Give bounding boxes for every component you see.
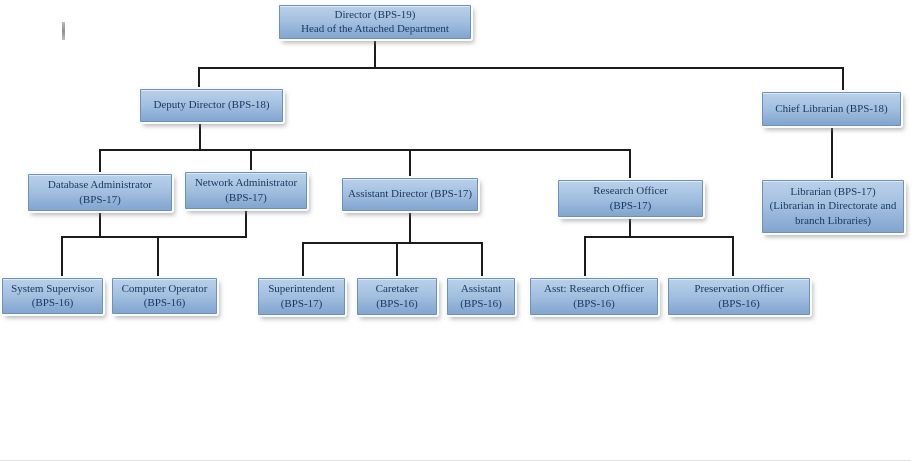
org-node-computer-operator[interactable]: Computer Operator (BPS-16) xyxy=(112,278,217,314)
org-node-deputy-director[interactable]: Deputy Director (BPS-18) xyxy=(140,89,283,122)
connector-line xyxy=(199,121,201,151)
node-title: Network Administrator xyxy=(194,177,298,190)
node-grade: (BPS-16) xyxy=(573,297,615,310)
connector-line xyxy=(629,149,631,181)
connector-line xyxy=(629,216,631,238)
node-subtitle: Head of the Attached Department xyxy=(301,23,449,35)
node-title: Asst: Research Officer xyxy=(544,283,644,296)
node-title: Research Officer xyxy=(593,185,668,198)
connector-line xyxy=(245,209,247,238)
node-grade: (BPS-17) xyxy=(225,191,267,204)
connector-line xyxy=(61,236,247,238)
node-grade: (BPS-16) xyxy=(718,297,760,310)
connector-line xyxy=(732,236,734,279)
connector-line xyxy=(374,38,376,69)
connector-line xyxy=(99,149,631,151)
org-node-asst-research-officer[interactable]: Asst: Research Officer (BPS-16) xyxy=(530,278,658,315)
node-grade: (BPS-16) xyxy=(460,297,502,310)
node-title: Chief Librarian (BPS-18) xyxy=(775,102,888,115)
node-title: Database Administrator xyxy=(47,179,153,192)
node-subtitle: (Librarian in Directorate and xyxy=(769,200,897,213)
node-title: Assistant xyxy=(460,283,502,296)
node-title: Director (BPS-19) xyxy=(334,8,416,21)
org-node-assistant-director[interactable]: Assistant Director (BPS-17) xyxy=(342,178,478,211)
connector-line xyxy=(409,210,411,244)
connector-line xyxy=(302,242,304,279)
org-node-superintendent[interactable]: Superintendent (BPS-17) xyxy=(258,278,345,315)
connector-line xyxy=(584,236,734,238)
org-node-caretaker[interactable]: Caretaker (BPS-16) xyxy=(357,278,437,315)
connector-line xyxy=(396,242,398,279)
node-title: Caretaker xyxy=(375,283,419,296)
node-title: Deputy Director (BPS-18) xyxy=(153,99,270,112)
connector-line xyxy=(99,149,101,175)
node-title: Computer Operator xyxy=(121,282,208,295)
node-title: Superintendent xyxy=(268,283,335,296)
node-title: Librarian (BPS-17) xyxy=(790,186,876,199)
connector-line xyxy=(584,236,586,279)
org-node-network-administrator[interactable]: Network Administrator (BPS-17) xyxy=(185,172,307,209)
connector-line xyxy=(157,236,159,279)
org-node-research-officer[interactable]: Research Officer (BPS-17) xyxy=(558,180,703,217)
text-cursor-icon[interactable] xyxy=(62,22,65,40)
node-grade: (BPS-16) xyxy=(31,297,74,309)
connector-line xyxy=(831,125,833,181)
connector-line xyxy=(302,242,483,244)
connector-line xyxy=(409,149,411,179)
org-node-chief-librarian[interactable]: Chief Librarian (BPS-18) xyxy=(762,92,901,126)
org-node-preservation-officer[interactable]: Preservation Officer (BPS-16) xyxy=(668,278,810,315)
node-grade: (BPS-17) xyxy=(280,297,323,310)
org-node-assistant[interactable]: Assistant (BPS-16) xyxy=(447,278,515,315)
connector-line xyxy=(250,149,252,174)
node-grade: (BPS-16) xyxy=(376,297,418,310)
node-subtitle: branch Libraries) xyxy=(794,214,872,227)
connector-line xyxy=(198,67,200,90)
node-grade: (BPS-17) xyxy=(609,199,652,212)
node-title: System Supervisor xyxy=(11,282,94,295)
org-node-director[interactable]: Director (BPS-19) Head of the Attached D… xyxy=(279,5,471,39)
connector-line xyxy=(842,67,844,93)
node-title: Preservation Officer xyxy=(694,283,784,296)
node-title: Assistant Director (BPS-17) xyxy=(347,188,473,201)
connector-line xyxy=(99,210,101,238)
node-grade: (BPS-17) xyxy=(79,193,121,206)
node-grade: (BPS-16) xyxy=(143,297,186,309)
connector-line xyxy=(481,242,483,279)
connector-line xyxy=(198,67,844,69)
org-node-database-administrator[interactable]: Database Administrator (BPS-17) xyxy=(28,174,172,211)
org-node-system-supervisor[interactable]: System Supervisor (BPS-16) xyxy=(2,278,103,314)
org-node-librarian[interactable]: Librarian (BPS-17) (Librarian in Directo… xyxy=(762,180,904,233)
connector-line xyxy=(61,236,63,279)
